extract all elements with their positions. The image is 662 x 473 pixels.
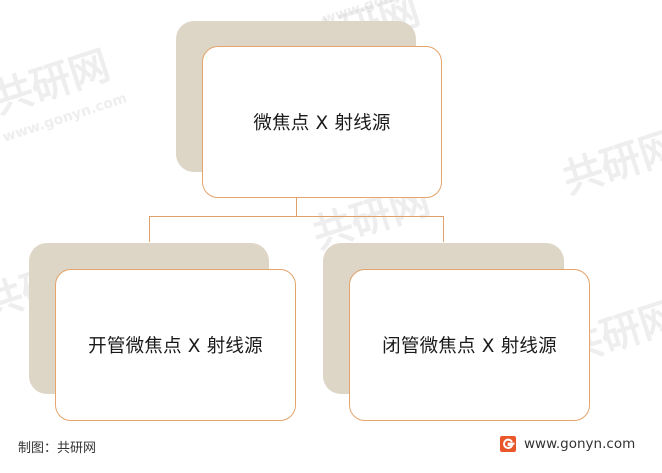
- footer-source: 制图：共研网: [18, 441, 97, 456]
- connector-horizontal-bar: [149, 216, 444, 218]
- root-node: 微焦点 X 射线源: [202, 46, 442, 198]
- watermark-url-1: www.gonyn.com: [0, 90, 130, 146]
- root-node-label: 微焦点 X 射线源: [253, 113, 391, 134]
- left-child-label: 开管微焦点 X 射线源: [88, 336, 263, 357]
- watermark-brand-1: 共研网: [0, 42, 116, 124]
- footer-url-link[interactable]: www.gonyn.com: [524, 436, 636, 452]
- watermark-brand-5: 共研网: [557, 122, 662, 204]
- footer-brand[interactable]: www.gonyn.com: [500, 436, 635, 452]
- gonyn-logo-icon: [500, 436, 516, 452]
- right-child-label: 闭管微焦点 X 射线源: [382, 336, 557, 357]
- connector-left-drop: [149, 216, 151, 242]
- connector-root-stem: [296, 198, 298, 216]
- connector-right-drop: [443, 216, 445, 242]
- right-child-node: 闭管微焦点 X 射线源: [349, 269, 590, 421]
- left-child-node: 开管微焦点 X 射线源: [55, 269, 296, 421]
